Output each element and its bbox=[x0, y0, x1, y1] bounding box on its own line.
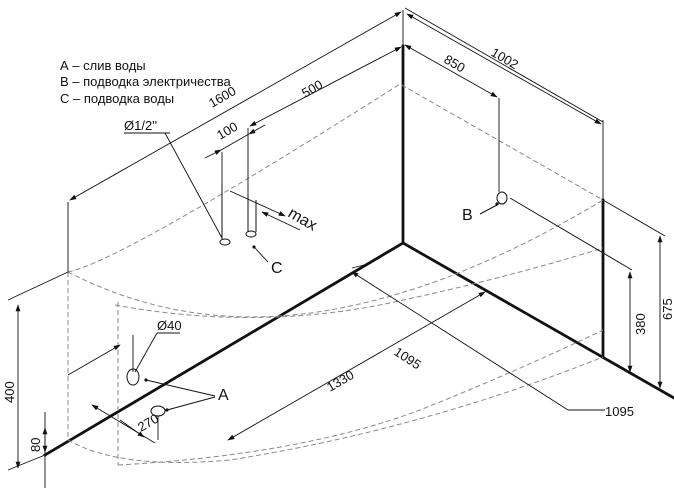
dim-675-label: 675 bbox=[660, 298, 674, 320]
dim-40-label: Ø40 bbox=[157, 318, 182, 333]
water-supply-pipes bbox=[219, 185, 257, 246]
dim-400 bbox=[7, 271, 69, 471]
dim-400-label: 400 bbox=[2, 381, 17, 403]
dim-500 bbox=[247, 46, 402, 230]
tub-bottom-inner bbox=[117, 329, 604, 466]
legend-b: В – подводка электричества bbox=[60, 74, 231, 89]
legend: А – слив воды В – подводка электричества… bbox=[60, 58, 231, 106]
water-pipe-left bbox=[219, 238, 231, 246]
dim-500-label: 500 bbox=[299, 77, 325, 101]
dim-1330 bbox=[227, 291, 486, 441]
dim-40 bbox=[134, 332, 180, 373]
legend-c: С – подводка воды bbox=[60, 91, 174, 106]
dim-1095b-label: 1095 bbox=[605, 404, 634, 419]
dim-1330-label: 1330 bbox=[324, 367, 357, 394]
dim-1002-label: 1002 bbox=[489, 45, 522, 72]
bathtub-outline-hidden bbox=[67, 83, 604, 466]
tub-top-rim-front bbox=[67, 199, 604, 318]
label-c: C bbox=[271, 260, 283, 277]
electrical-connection bbox=[479, 191, 633, 271]
dim-1600-line bbox=[69, 11, 402, 201]
water-pipe-right bbox=[245, 230, 257, 238]
dim-1600 bbox=[67, 10, 404, 272]
dim-max bbox=[229, 190, 301, 231]
dim-pipe bbox=[124, 132, 223, 239]
legend-a: А – слив воды bbox=[60, 58, 146, 73]
dim-270 bbox=[91, 404, 159, 444]
label-a: A bbox=[218, 387, 229, 404]
dim-675 bbox=[602, 199, 666, 389]
tub-inner-bottom bbox=[114, 247, 604, 318]
dim-pipe-label: Ø1/2'' bbox=[124, 118, 157, 133]
dim-1002 bbox=[404, 7, 604, 200]
drain-connections bbox=[126, 368, 216, 417]
dim-100-label: 100 bbox=[214, 119, 240, 143]
room-walls bbox=[43, 44, 674, 457]
dim-380 bbox=[602, 271, 641, 379]
dim-80-label: 80 bbox=[28, 438, 43, 452]
dim-1095-label: 1095 bbox=[391, 344, 423, 372]
label-b: B bbox=[462, 207, 473, 224]
dim-380-label: 380 bbox=[633, 313, 648, 335]
tub-bottom-edge bbox=[67, 356, 604, 463]
max-label: max bbox=[285, 205, 320, 235]
dim-850-label: 850 bbox=[442, 52, 468, 76]
dim-overflow-pos bbox=[67, 335, 134, 376]
floor-left-edge bbox=[43, 241, 405, 457]
